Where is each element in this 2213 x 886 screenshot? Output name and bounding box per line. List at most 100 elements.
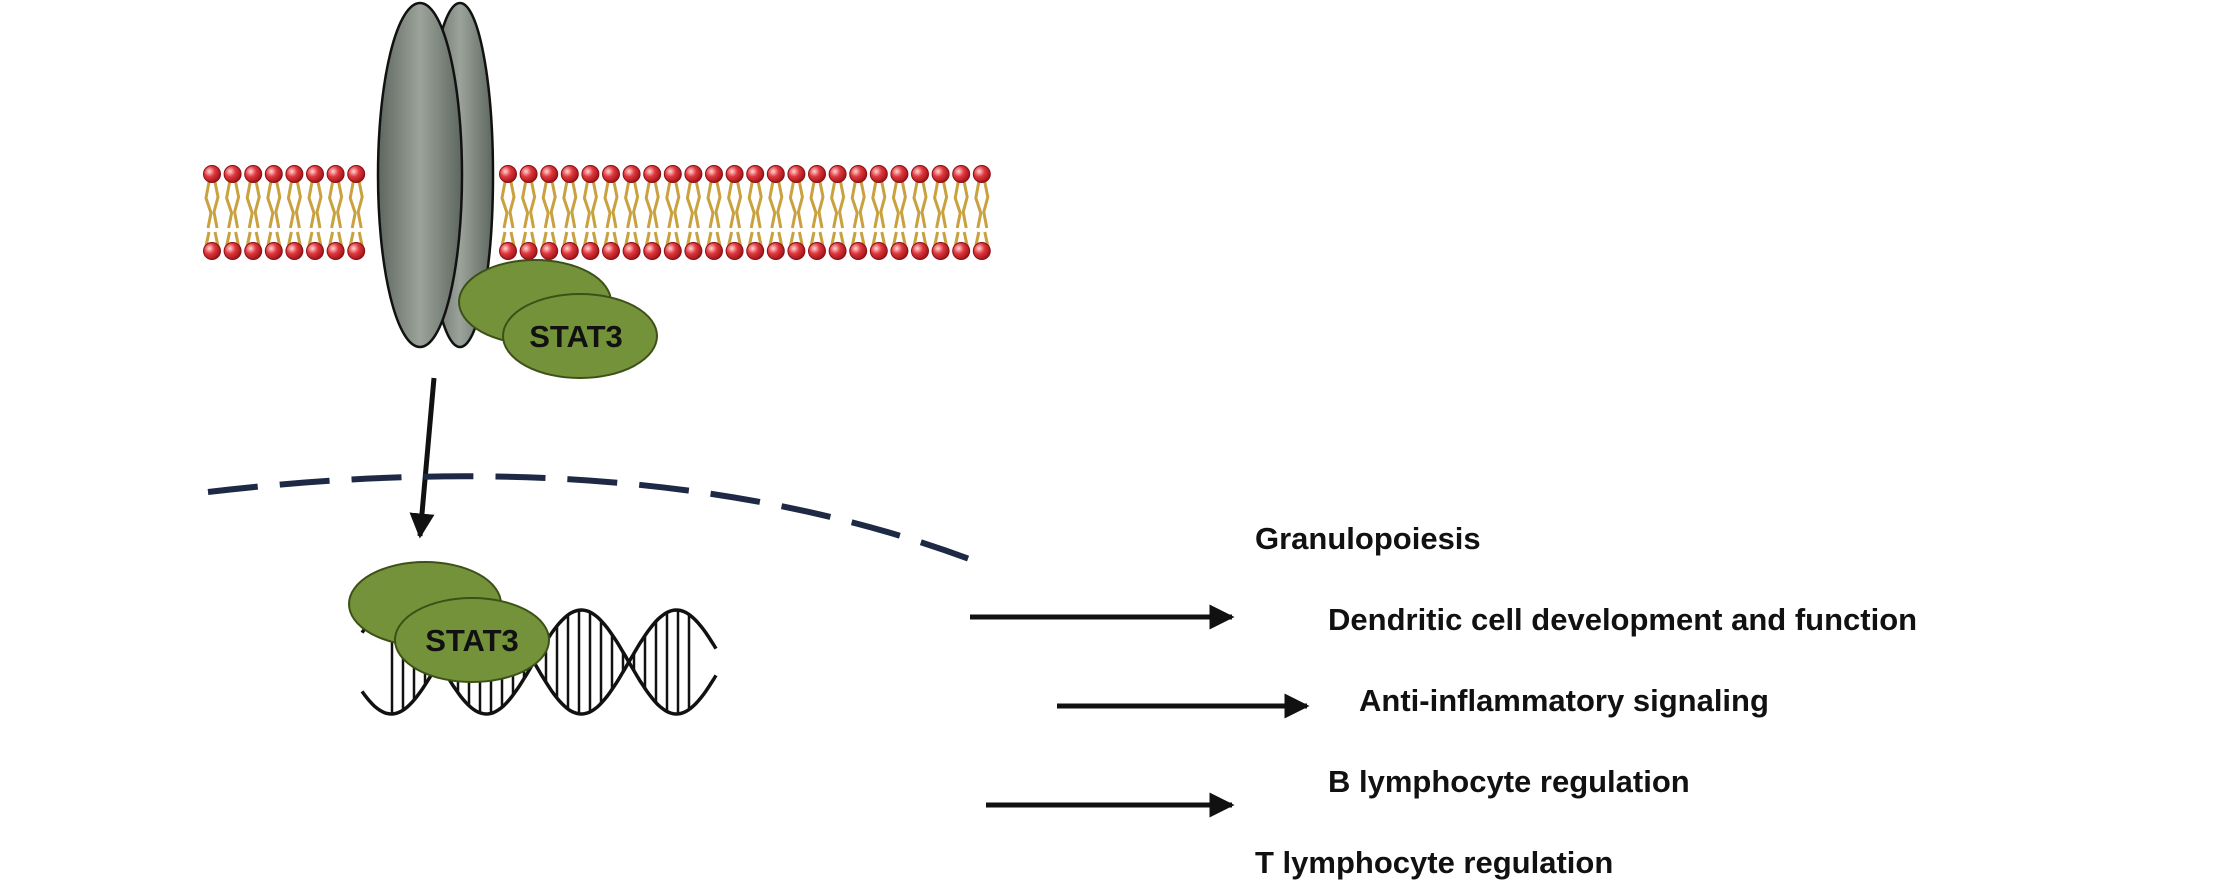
lipid-head [766,165,785,183]
lipid-head [787,165,806,183]
lipid-tail [961,181,969,229]
lipid-head [306,165,324,183]
lipid-head [285,165,304,183]
lipid-tail [212,181,220,229]
lipid-tail [508,181,516,229]
stat3-nuclear-complex: STAT3 [348,561,550,683]
lipid-tail [891,181,900,229]
lipid-tail [315,181,323,229]
lipid-head [952,242,971,260]
lipid-tail [727,181,736,229]
lipid-head [911,165,929,183]
lipid-tail [348,181,357,229]
outcome-dendritic-cell: Dendritic cell development and function [1328,602,1918,637]
lipid-head [347,165,366,183]
lipid-tail [755,181,763,229]
lipid-tail [611,181,619,229]
outcome-anti-inflammatory: Anti-inflammatory signaling [1359,683,1769,718]
lipid-head [725,242,744,260]
lipid-tail [830,181,839,229]
lipid-head [264,242,283,260]
lipid-tail [253,181,261,229]
lipid-head [519,242,538,260]
lipid-tail [747,181,756,229]
stat3-protein-front [502,293,658,379]
outcome-t-lymphocyte: T lymphocyte regulation [1255,845,1614,880]
lipid-tail [665,181,674,229]
lipid-tail [693,181,701,229]
lipid-head [519,165,538,183]
lipid-head [972,165,991,183]
lipid-head [663,242,682,260]
lipid-tail [982,181,990,229]
lipid-tail [974,181,983,229]
lipid-tail [644,181,653,229]
lipid-head [540,165,559,183]
nuclear-envelope [207,473,974,563]
lipid-tail [817,181,825,229]
lipid-head [952,165,971,183]
lipid-tail [871,181,880,229]
lipid-tail [899,181,907,229]
lipid-head [643,242,662,260]
lipid-tail [274,181,282,229]
lipid-head [808,242,826,260]
lipid-tail [776,181,784,229]
lipid-head [787,242,806,260]
lipid-tail [233,181,241,229]
lipid-head [499,242,517,260]
lipid-head [890,165,909,183]
lipid-head [972,242,991,260]
lipid-tail [549,181,557,229]
lipid-head [326,242,345,260]
lipid-head [244,242,263,260]
lipid-head [223,165,242,183]
lipid-tail [266,181,275,229]
lipid-head [622,165,641,183]
lipid-tail [850,181,859,229]
lipid-tail [879,181,887,229]
lipid-head [828,242,847,260]
stat3-membrane-label: STAT3 [529,319,623,354]
lipid-tail [858,181,866,229]
lipid-head [244,165,263,183]
lipid-tail [673,181,681,229]
outcome-granulopoiesis: Granulopoiesis [1255,521,1481,556]
lipid-tail [294,181,302,229]
lipid-tail [500,181,509,229]
lipid-tail [204,181,213,229]
lipid-head [306,242,324,260]
lipid-head [746,242,765,260]
cell-membrane-bilayer [203,165,991,260]
lipid-head [203,165,221,183]
lipid-tail [685,181,694,229]
lipid-head [725,165,744,183]
translocation-arrow [409,377,437,539]
lipid-tail [245,181,254,229]
lipid-head [602,165,620,183]
outcome-b-lymphocyte: B lymphocyte regulation [1328,764,1690,799]
lipid-head [931,242,950,260]
lipid-head [223,242,242,260]
lipid-head [602,242,620,260]
lipid-head [849,165,868,183]
lipid-head [808,165,826,183]
lipid-tail [632,181,640,229]
lipid-head [931,165,950,183]
lipid-head [285,242,304,260]
lipid-tail [582,181,591,229]
lipid-head [705,165,723,183]
lipid-head [581,242,600,260]
lipid-head [869,165,888,183]
lipid-head [581,165,600,183]
lipid-tail [225,181,234,229]
lipid-tail [706,181,715,229]
lipid-tail [735,181,743,229]
lipid-tail [328,181,337,229]
lipid-tail [933,181,942,229]
lipid-tail [809,181,818,229]
lipid-tail [624,181,633,229]
lipid-tail [768,181,777,229]
lipid-head [746,165,765,183]
